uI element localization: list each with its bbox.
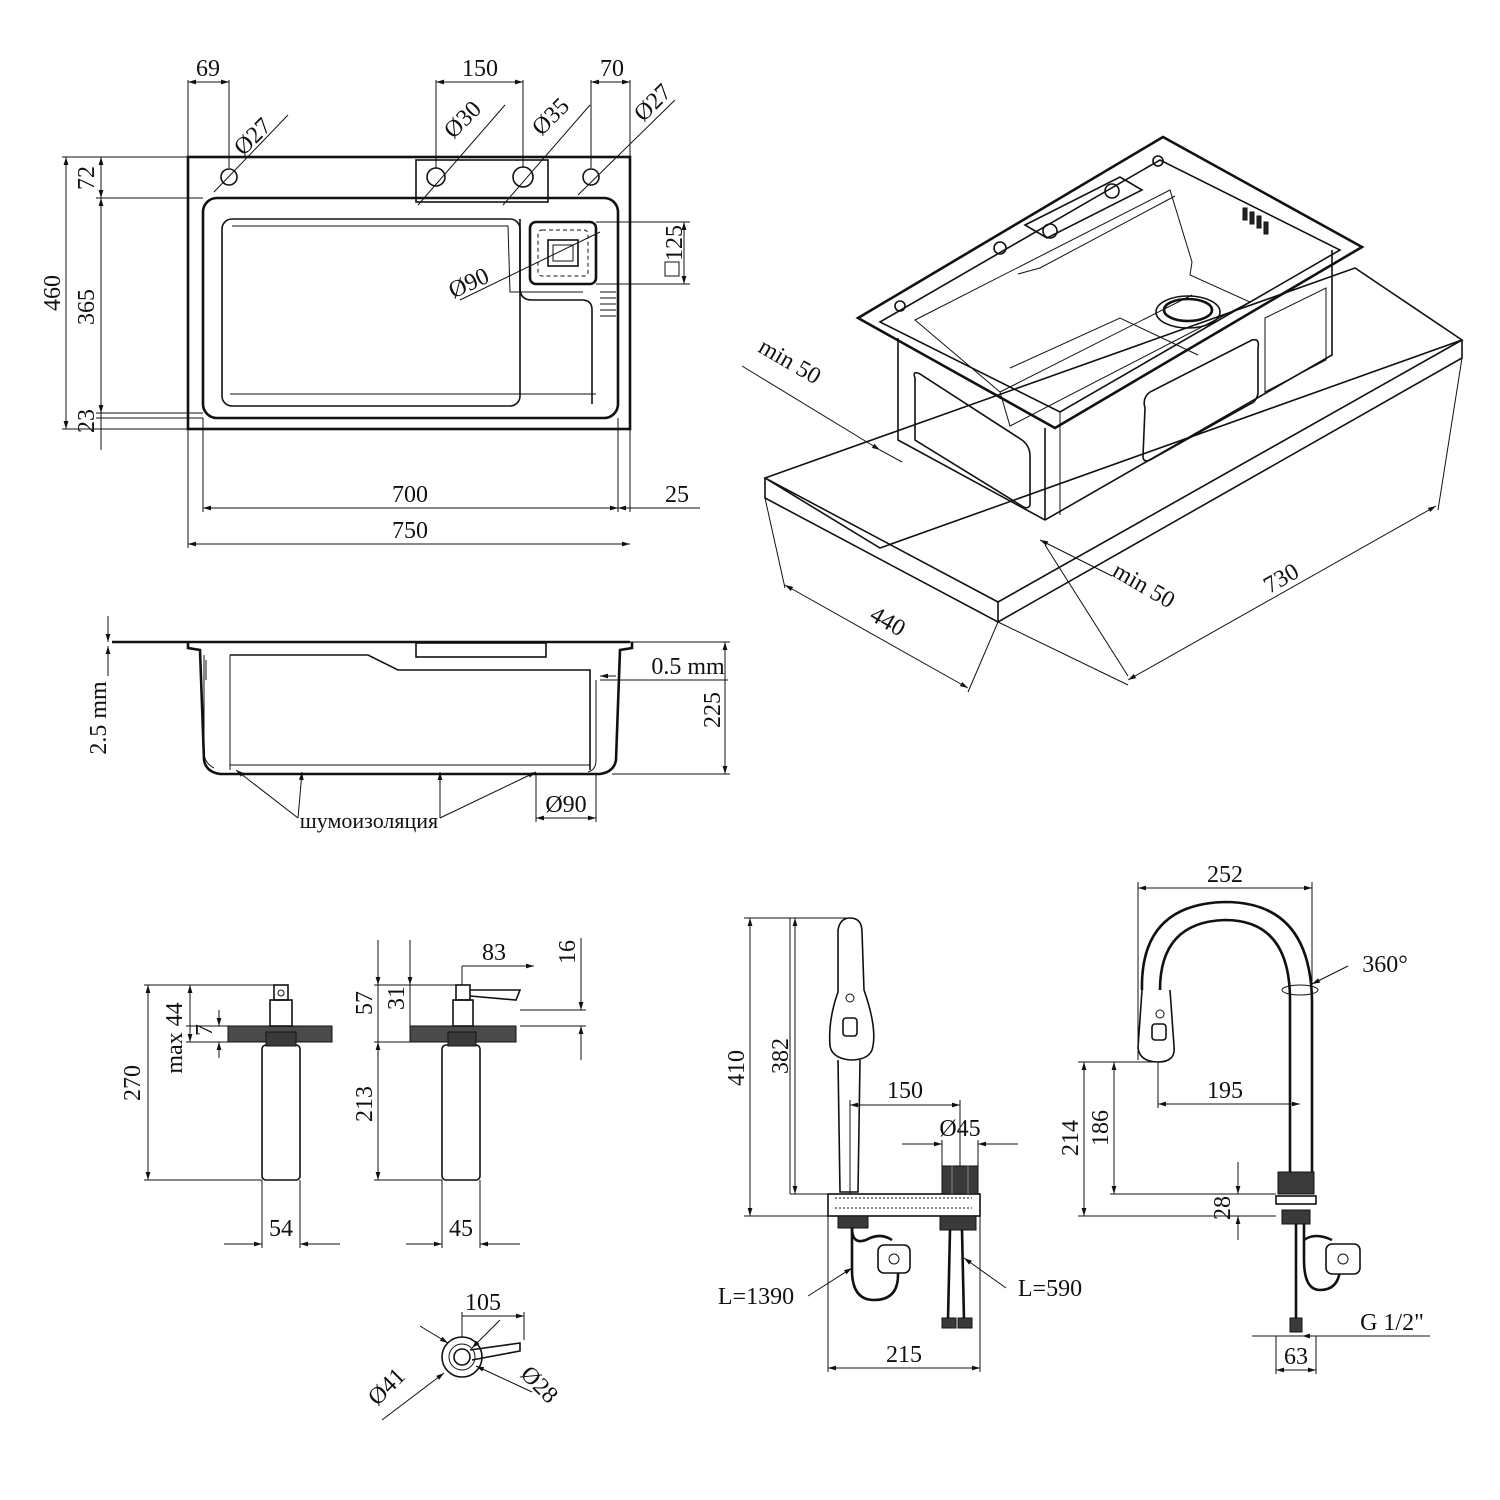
dia-30: Ø30: [439, 96, 487, 144]
insulation-label: шумоизоляция: [300, 808, 438, 833]
dim-7: 7: [192, 1024, 218, 1036]
dim-150-faucet: 150: [887, 1078, 923, 1104]
min-50-right: min 50: [1108, 558, 1179, 614]
rotation-360: 360°: [1362, 952, 1408, 978]
faucet-front-view: 410 382 150 Ø45 215 L=1390 L=590: [718, 917, 1082, 1372]
dim-214: 214: [1058, 1120, 1084, 1156]
dim-150: 150: [462, 56, 498, 82]
overflow-slots: [600, 291, 616, 317]
drain-dia-90: Ø90: [545, 792, 586, 818]
dim-410: 410: [724, 1050, 750, 1086]
soap-dispenser-side: 45 83 16 57 31 213: [352, 938, 586, 1248]
dim-750: 750: [392, 518, 428, 544]
dim-83: 83: [482, 940, 506, 966]
dim-69: 69: [196, 56, 220, 82]
thickness-label: 2.5 mm: [86, 681, 112, 755]
thread-g12: G 1/2": [1360, 1310, 1424, 1336]
soap-dispenser-plan: 105 Ø41 Ø28: [363, 1290, 563, 1421]
dim-25: 25: [665, 482, 689, 508]
dim-28: 28: [1210, 1196, 1236, 1220]
depth-225: 225: [700, 692, 726, 728]
dim-16: 16: [555, 940, 581, 964]
dia-45-faucet: Ø45: [939, 1116, 980, 1142]
sink-isometric-view: min 50 440 730 min 50: [741, 135, 1464, 693]
dim-252: 252: [1207, 862, 1243, 888]
sink-top-view: 69 150 70 Ø27 Ø30 Ø35 Ø27 72 460 365 23 …: [40, 56, 700, 548]
dim-105: 105: [465, 1290, 501, 1316]
hose-length-1390: L=1390: [718, 1284, 794, 1310]
dim-382: 382: [768, 1038, 794, 1074]
dim-365: 365: [74, 289, 100, 325]
hose-length-590: L=590: [1018, 1276, 1082, 1302]
dim-195: 195: [1207, 1078, 1243, 1104]
dim-700: 700: [392, 482, 428, 508]
dim-186: 186: [1088, 1110, 1114, 1146]
dim-215: 215: [886, 1342, 922, 1368]
faucet-side-view: 252 360° 195 214 186 28 G 1/2" 63: [1058, 862, 1430, 1374]
dim-54: 54: [269, 1216, 293, 1242]
dim-max-44: max 44: [162, 1002, 188, 1073]
dim-72: 72: [74, 166, 100, 190]
dia-90-drain: Ø90: [445, 263, 493, 304]
min-50-left: min 50: [754, 334, 825, 390]
dim-730: 730: [1259, 559, 1303, 600]
dim-213: 213: [352, 1086, 378, 1122]
sheet-thickness-label: 0.5 mm: [651, 654, 725, 680]
dim-23: 23: [74, 409, 100, 433]
sink-side-section: 2.5 mm 0.5 mm 225 Ø90 шумоизоляция: [86, 616, 730, 833]
dim-45-dispenser: 45: [449, 1216, 473, 1242]
dim-125: 125: [662, 225, 688, 261]
dim-460: 460: [40, 275, 66, 311]
dia-27-left: Ø27: [229, 113, 277, 161]
dia-35: Ø35: [527, 93, 575, 141]
dim-63: 63: [1284, 1344, 1308, 1370]
iso-overflow-slots: [1242, 207, 1269, 235]
dim-440: 440: [865, 602, 909, 643]
dim-57: 57: [352, 991, 378, 1015]
dia-27-right: Ø27: [629, 79, 677, 127]
dim-31: 31: [384, 986, 410, 1010]
dim-70: 70: [600, 56, 624, 82]
dim-270: 270: [120, 1065, 146, 1101]
soap-dispenser-front: 54 270 max 44 7: [120, 984, 340, 1248]
dia-28: Ø28: [515, 1361, 563, 1409]
